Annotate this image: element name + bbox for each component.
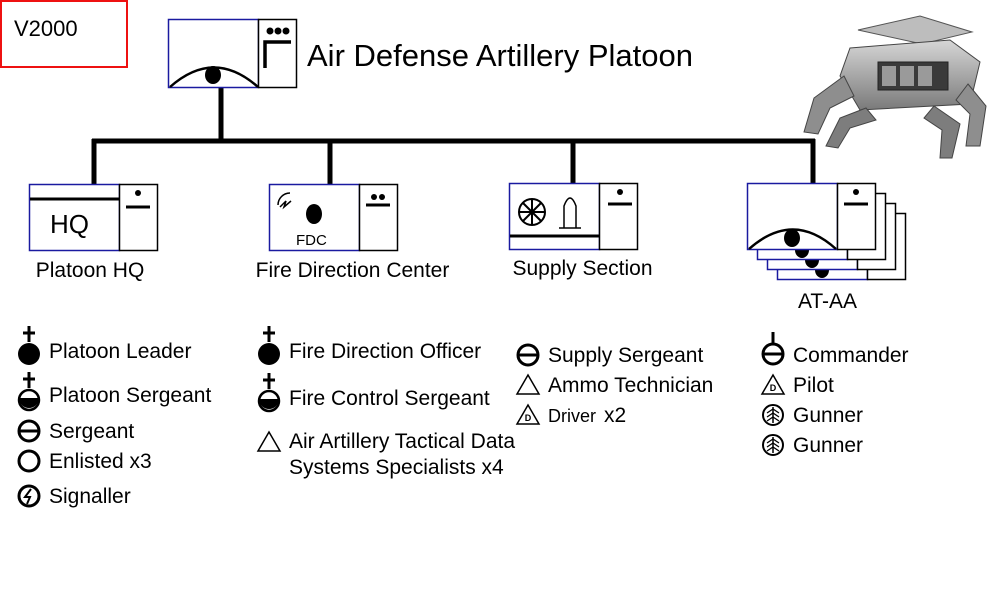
specialist-triangle-icon: [256, 429, 282, 457]
list-item: Ammo Technician: [515, 371, 713, 401]
fdc-symbol-text: FDC: [296, 232, 327, 249]
list-item: Gunner: [760, 401, 909, 431]
supply-section-label: Supply Section: [512, 257, 653, 280]
list-item: Fire Direction Officer: [256, 326, 549, 375]
fdc-personnel-list: Fire Direction Officer Fire Control Serg…: [256, 326, 549, 481]
platoon-unit-symbol: [167, 18, 298, 89]
officer-filled-icon: [16, 326, 42, 366]
gunner-circle-icon: [760, 402, 786, 430]
list-item: Gunner: [760, 431, 909, 461]
list-item: D Pilot: [760, 371, 909, 401]
list-item: Platoon Leader: [16, 326, 211, 375]
specialist-triangle-icon: [515, 372, 541, 400]
fdc-symbol: FDC: [268, 183, 399, 252]
svg-text:D: D: [525, 413, 532, 423]
nco-circle-line-icon: [16, 418, 42, 446]
driver-triangle-icon: D: [760, 372, 786, 400]
supply-section-symbol: [508, 182, 639, 251]
walker-vehicle-illustration: [803, 15, 987, 159]
platoon-hq-symbol: HQ: [28, 183, 159, 252]
driver-triangle-icon: D: [515, 402, 541, 430]
list-item: Enlisted x3: [16, 447, 211, 477]
supply-personnel-list: Supply Sergeant Ammo Technician D Driver…: [515, 341, 713, 431]
nco-circle-line-icon: [515, 342, 541, 370]
list-item: Signaller: [16, 482, 211, 512]
enlisted-circle-icon: [16, 448, 42, 476]
signaller-bolt-icon: [16, 483, 42, 511]
version-tag: V2000: [0, 0, 128, 68]
at-aa-stacked-symbol: [746, 182, 907, 281]
list-item: Supply Sergeant: [515, 341, 713, 371]
officer-filled-icon: [256, 326, 282, 366]
page-title: Air Defense Artillery Platoon: [307, 38, 693, 73]
list-item: D Driver x2: [515, 401, 713, 431]
list-item: Fire Control Sergeant: [256, 373, 549, 423]
sergeant-half-icon: [16, 372, 42, 412]
list-item: Platoon Sergeant: [16, 372, 211, 417]
sergeant-half-icon: [256, 373, 282, 413]
list-item: Sergeant: [16, 417, 211, 447]
fdc-label: Fire Direction Center: [255, 259, 450, 282]
hq-symbol-text: HQ: [50, 209, 89, 239]
hq-personnel-list: Platoon Leader Platoon Sergeant Sergeant…: [16, 326, 211, 512]
version-tag-text: V2000: [14, 16, 78, 41]
list-item: Commander: [760, 332, 909, 371]
svg-text:D: D: [770, 383, 777, 393]
platoon-hq-label: Platoon HQ: [35, 259, 145, 282]
gunner-circle-icon: [760, 432, 786, 460]
list-item: Air Artillery Tactical Data Systems Spec…: [256, 429, 549, 481]
at-aa-label: AT-AA: [797, 290, 858, 313]
ataa-personnel-list: Commander D Pilot Gunner Gunner: [760, 332, 909, 461]
commander-circle-icon: [760, 332, 786, 370]
